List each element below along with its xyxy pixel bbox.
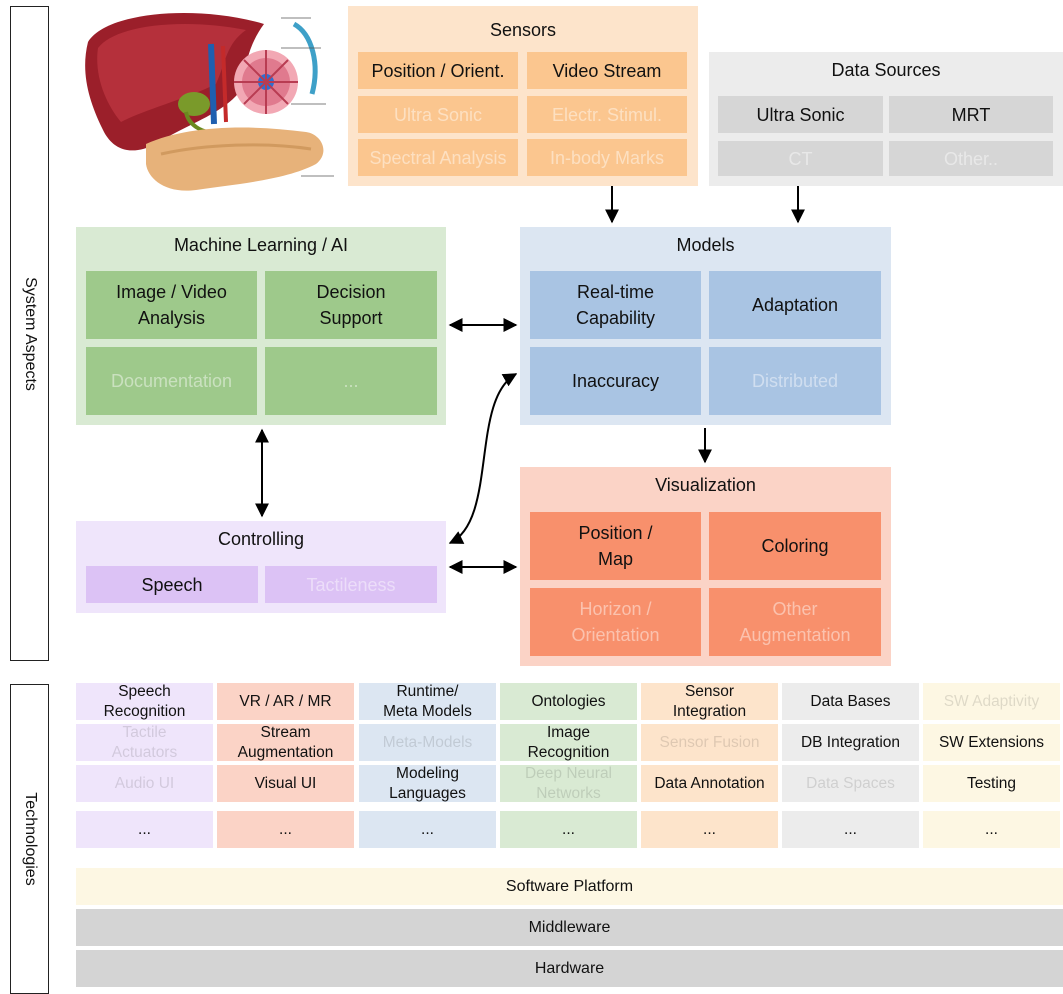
- models-inaccuracy: Inaccuracy: [530, 347, 701, 415]
- controlling-group: Controlling Speech Tactileness: [76, 521, 446, 613]
- vis-position-map: Position / Map: [530, 512, 701, 580]
- sensor-electr-stimul: Electr. Stimul.: [527, 96, 687, 133]
- visualization-title: Visualization: [655, 475, 756, 495]
- tech-ontologies-r1: Image Recognition: [500, 724, 637, 761]
- tech-runtime-r2: Modeling Languages: [359, 765, 496, 802]
- tech-sw-r1: SW Extensions: [923, 724, 1060, 761]
- software-platform-layer: Software Platform: [76, 868, 1063, 905]
- data-sources-title: Data Sources: [831, 60, 941, 80]
- tech-vr-r0: VR / AR / MR: [217, 683, 354, 720]
- tech-runtime-r1: Meta-Models: [359, 724, 496, 761]
- controlling-title: Controlling: [217, 529, 305, 549]
- data-sources-group: Data Sources Ultra Sonic MRT CT Other..: [709, 52, 1063, 186]
- tech-databases-r2: Data Spaces: [782, 765, 919, 802]
- tech-runtime-r3: ...: [359, 811, 496, 848]
- vis-other-augmentation: Other Augmentation: [709, 588, 881, 656]
- tech-vr-r2: Visual UI: [217, 765, 354, 802]
- sensor-video-stream: Video Stream: [527, 52, 687, 89]
- tech-runtime-r0: Runtime/ Meta Models: [359, 683, 496, 720]
- ml-decision-support: Decision Support: [265, 271, 437, 339]
- ctrl-tactileness: Tactileness: [265, 566, 437, 603]
- tech-sw-r0: SW Adaptivity: [923, 683, 1060, 720]
- models-real-time-capability: Real-time Capability: [530, 271, 701, 339]
- ds-ultra-sonic: Ultra Sonic: [718, 96, 883, 133]
- sensor-in-body-marks: In-body Marks: [527, 139, 687, 176]
- hardware-layer: Hardware: [76, 950, 1063, 987]
- vis-coloring: Coloring: [709, 512, 881, 580]
- models-distributed: Distributed: [709, 347, 881, 415]
- tech-databases-r3: ...: [782, 811, 919, 848]
- ctrl-speech: Speech: [86, 566, 258, 603]
- tech-speech-r1: Tactile Actuators: [76, 724, 213, 761]
- tech-databases-r1: DB Integration: [782, 724, 919, 761]
- tech-ontologies-r2: Deep Neural Networks: [500, 765, 637, 802]
- tech-sw-r3: ...: [923, 811, 1060, 848]
- tech-sensor-r2: Data Annotation: [641, 765, 778, 802]
- ds-mrt: MRT: [889, 96, 1053, 133]
- ml-title: Machine Learning / AI: [173, 235, 349, 255]
- ml-group: Machine Learning / AI Image / Video Anal…: [76, 227, 446, 425]
- middleware-layer: Middleware: [76, 909, 1063, 946]
- tech-vr-r3: ...: [217, 811, 354, 848]
- ml-image-video-analysis: Image / Video Analysis: [86, 271, 257, 339]
- sensor-ultra-sonic: Ultra Sonic: [358, 96, 518, 133]
- ml-more: ...: [265, 347, 437, 415]
- ml-documentation: Documentation: [86, 347, 257, 415]
- tech-speech-r2: Audio UI: [76, 765, 213, 802]
- tech-databases-r0: Data Bases: [782, 683, 919, 720]
- tech-sw-r2: Testing: [923, 765, 1060, 802]
- tech-ontologies-r0: Ontologies: [500, 683, 637, 720]
- ds-other: Other..: [889, 141, 1053, 176]
- tech-ontologies-r3: ...: [500, 811, 637, 848]
- tech-sensor-r1: Sensor Fusion: [641, 724, 778, 761]
- sensors-title: Sensors: [489, 20, 557, 40]
- tech-sensor-r3: ...: [641, 811, 778, 848]
- models-title: Models: [676, 235, 735, 255]
- models-adaptation: Adaptation: [709, 271, 881, 339]
- liver-anatomy-illustration: [76, 4, 338, 194]
- ds-ct: CT: [718, 141, 883, 176]
- system-aspects-frame: System Aspects: [10, 6, 49, 661]
- sensors-group: Sensors Position / Orient. Video Stream …: [348, 6, 698, 186]
- tech-vr-r1: Stream Augmentation: [217, 724, 354, 761]
- tech-speech-r3: ...: [76, 811, 213, 848]
- tech-sensor-r0: Sensor Integration: [641, 683, 778, 720]
- visualization-group: Visualization Position / Map Coloring Ho…: [520, 467, 891, 666]
- models-group: Models Real-time Capability Adaptation I…: [520, 227, 891, 425]
- tech-speech-r0: Speech Recognition: [76, 683, 213, 720]
- arrow-controlling-models-curve: [448, 373, 518, 544]
- sensor-position-orient: Position / Orient.: [358, 52, 518, 89]
- sensor-spectral-analysis: Spectral Analysis: [358, 139, 518, 176]
- vis-horizon-orientation: Horizon / Orientation: [530, 588, 701, 656]
